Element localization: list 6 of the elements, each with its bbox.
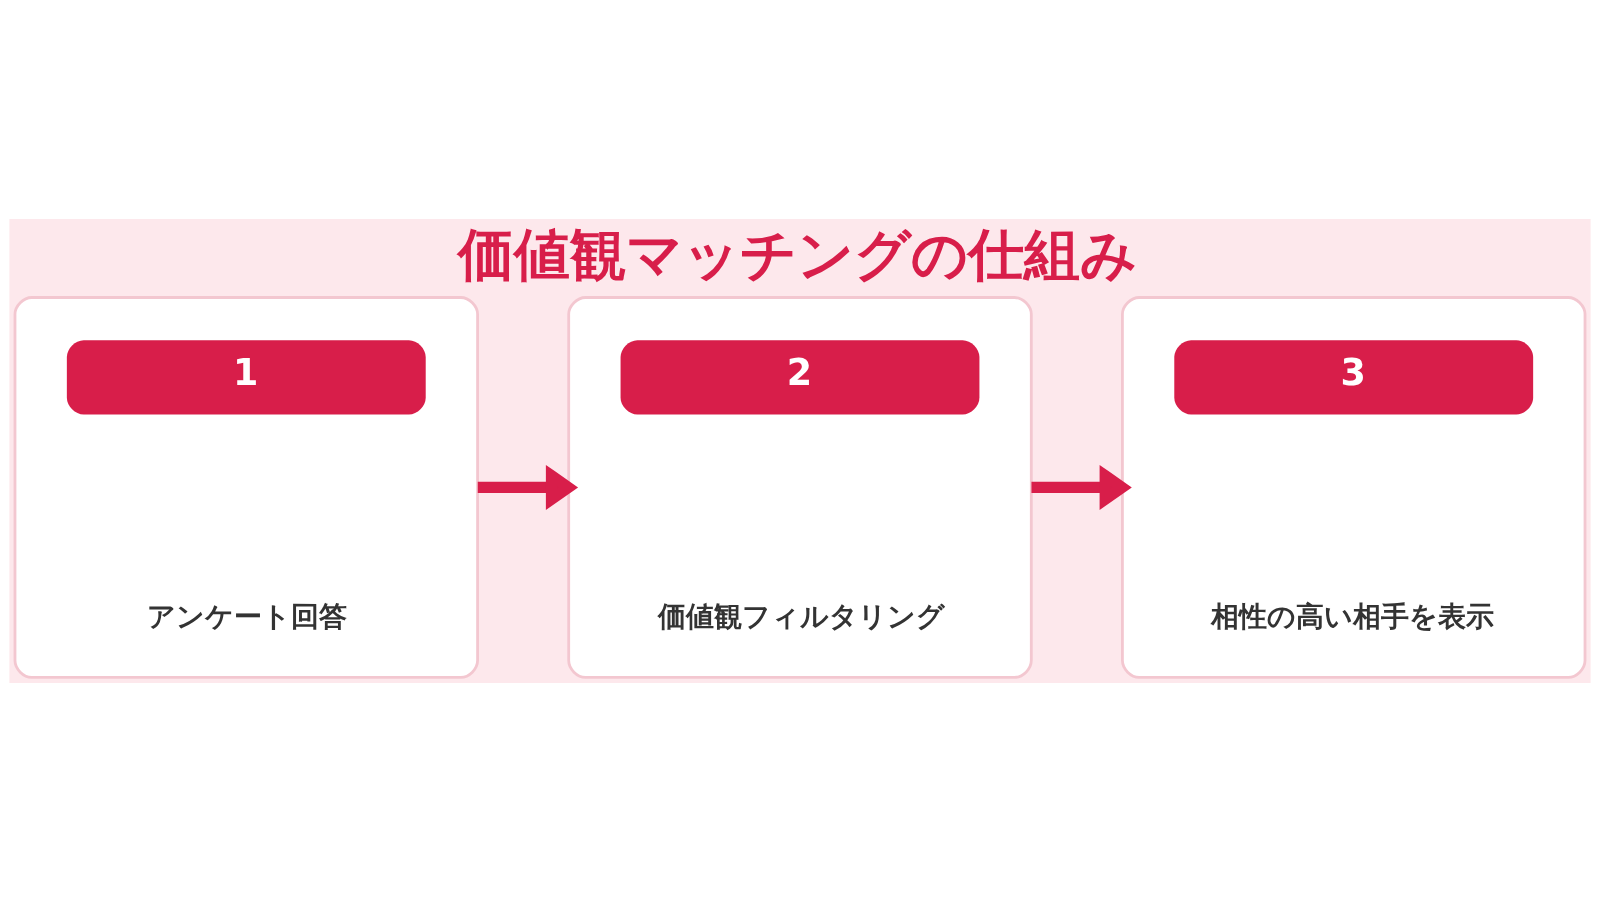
node-box: 1 アンケート回答	[13, 295, 479, 679]
node-box: 3 相性の高い相手を表示	[1121, 295, 1587, 679]
node-box: 2 価値観フィルタリング	[567, 295, 1033, 679]
arrow	[477, 464, 579, 510]
arrow	[1031, 464, 1132, 510]
diagram-title: 価値観マッチングの仕組み	[457, 221, 1137, 287]
